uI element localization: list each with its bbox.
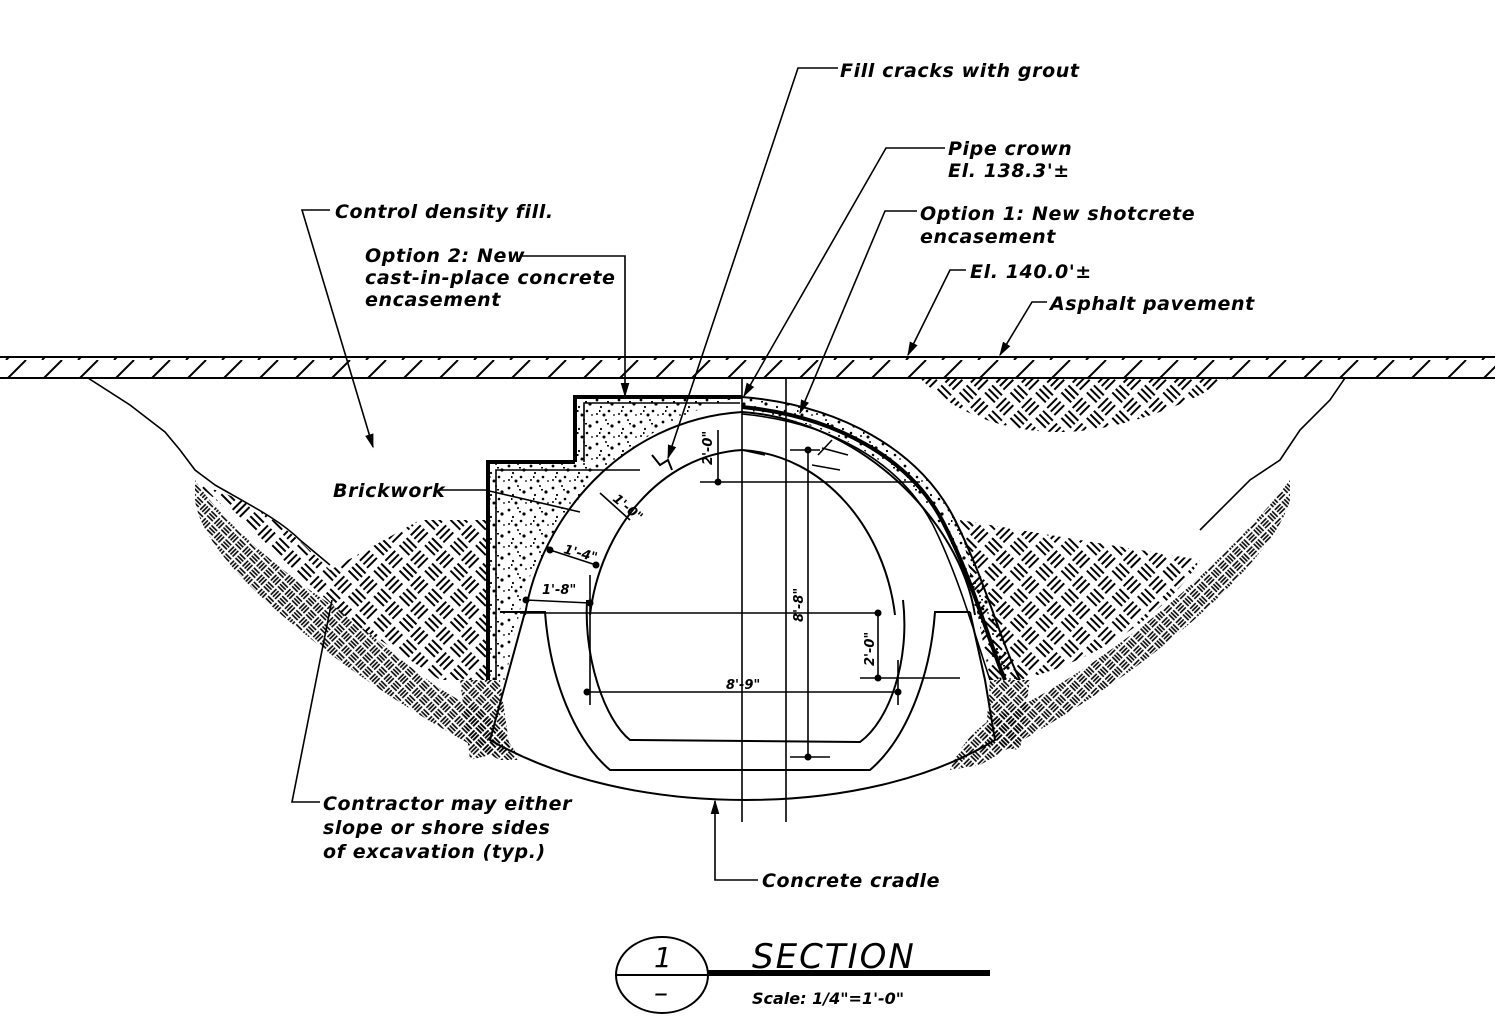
- section-number: 1: [654, 941, 672, 974]
- dim-1-4: 1'-4": [562, 542, 599, 565]
- section-scale: Scale: 1/4"=1'-0": [752, 989, 904, 1008]
- label-pipe-crown-elevation: El. 138.3'±: [948, 160, 1070, 182]
- label-brickwork: Brickwork: [333, 480, 446, 502]
- dim-1-0: 1'-0": [609, 492, 645, 526]
- dim-8-8: 8'-8": [792, 588, 807, 622]
- label-option2-line3: encasement: [365, 289, 501, 311]
- label-option1-line2: encasement: [920, 226, 1056, 248]
- native-soil-hatch: [195, 378, 1290, 770]
- label-option1: Option 1: New shotcrete: [920, 203, 1195, 225]
- dim-2-0-side: 2'-0": [863, 632, 878, 666]
- leader-option1: [799, 210, 917, 415]
- leader-pipe-crown: [743, 147, 945, 398]
- leader-control-fill: [300, 209, 374, 449]
- sheet-number: –: [654, 976, 668, 1009]
- label-asphalt: Asphalt pavement: [1048, 293, 1255, 315]
- leader-contractor: [291, 599, 333, 803]
- label-option2-line2: cast-in-place concrete: [365, 267, 616, 289]
- leader-option2: [520, 255, 630, 398]
- dimension-lines: [520, 378, 960, 822]
- dim-1-8: 1'-8": [542, 583, 576, 598]
- dim-2-0-top: 2'-0": [701, 431, 716, 465]
- leader-fill-cracks: [667, 67, 838, 460]
- concrete-cradle: [488, 611, 997, 802]
- label-control-fill: Control density fill.: [335, 201, 554, 223]
- label-cradle: Concrete cradle: [762, 870, 940, 892]
- dim-8-9: 8'-9": [726, 678, 760, 693]
- label-elevation-140: El. 140.0'±: [970, 261, 1092, 283]
- title-block: 1 – SECTION Scale: 1/4"=1'-0": [615, 936, 990, 1014]
- section-title: SECTION: [752, 937, 916, 977]
- label-contractor-line3: of excavation (typ.): [323, 841, 546, 863]
- option2-encasement: [486, 395, 742, 680]
- label-pipe-crown: Pipe crown: [948, 138, 1072, 160]
- leader-lines: [291, 67, 1047, 881]
- label-contractor-line2: slope or shore sides: [323, 817, 550, 839]
- label-fill-cracks: Fill cracks with grout: [840, 60, 1080, 82]
- label-contractor: Contractor may either: [323, 793, 573, 815]
- crack-symbol: [651, 454, 673, 471]
- leader-el-140: [907, 269, 966, 357]
- asphalt-pavement: [0, 356, 1495, 379]
- leader-brickwork: [440, 489, 581, 513]
- leader-asphalt: [999, 301, 1047, 357]
- excavation-outline: [87, 377, 1346, 566]
- label-option2: Option 2: New: [365, 245, 525, 267]
- leader-cradle: [710, 799, 758, 881]
